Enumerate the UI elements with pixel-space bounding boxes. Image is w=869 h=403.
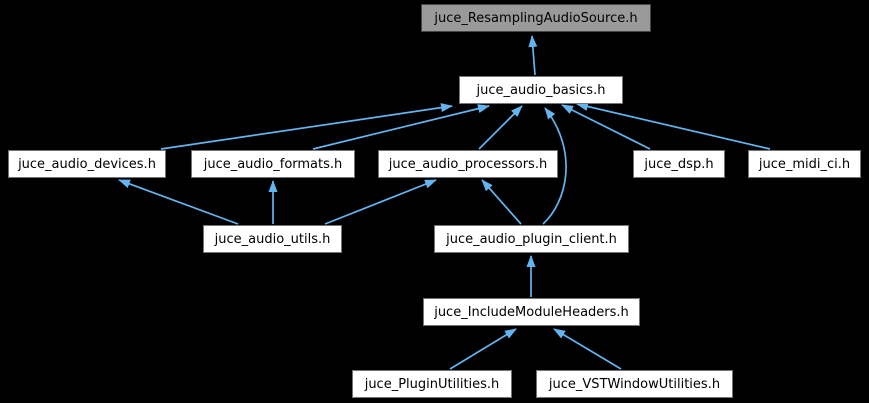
- edge-plugin-client-to-basics: [542, 107, 567, 225]
- edge-plugin-utilities-to-include-module-headers: [449, 328, 517, 370]
- node-juce-plugin-utilities[interactable]: juce_PluginUtilities.h: [352, 370, 512, 398]
- edge-utils-to-processors: [324, 179, 437, 225]
- node-juce-include-module-headers[interactable]: juce_IncludeModuleHeaders.h: [423, 298, 640, 326]
- node-juce-audio-basics[interactable]: juce_audio_basics.h: [459, 76, 623, 104]
- node-juce-audio-utils[interactable]: juce_audio_utils.h: [203, 225, 342, 253]
- edge-formats-to-basics: [312, 104, 490, 150]
- node-juce-vst-window-utilities[interactable]: juce_VSTWindowUtilities.h: [536, 370, 733, 398]
- node-juce-audio-processors[interactable]: juce_audio_processors.h: [378, 150, 558, 178]
- node-juce-midi-ci[interactable]: juce_midi_ci.h: [748, 150, 861, 178]
- edge-dsp-to-basics: [561, 104, 651, 150]
- edge-plugin-client-to-processors: [481, 179, 522, 225]
- edge-basics-to-resampling: [528, 35, 538, 76]
- edge-devices-to-basics: [160, 103, 453, 150]
- edge-midi-ci-to-basics: [576, 102, 771, 150]
- edge-utils-to-devices: [118, 179, 239, 225]
- node-juce-resampling-audio-source: juce_ResamplingAudioSource.h: [421, 4, 651, 32]
- edge-vst-window-utilities-to-include-module-headers: [553, 328, 622, 370]
- node-juce-audio-plugin-client[interactable]: juce_audio_plugin_client.h: [434, 225, 629, 253]
- node-juce-dsp[interactable]: juce_dsp.h: [633, 150, 725, 178]
- node-juce-audio-formats[interactable]: juce_audio_formats.h: [191, 150, 355, 178]
- edge-processors-to-basics: [478, 105, 523, 150]
- node-juce-audio-devices[interactable]: juce_audio_devices.h: [8, 150, 166, 178]
